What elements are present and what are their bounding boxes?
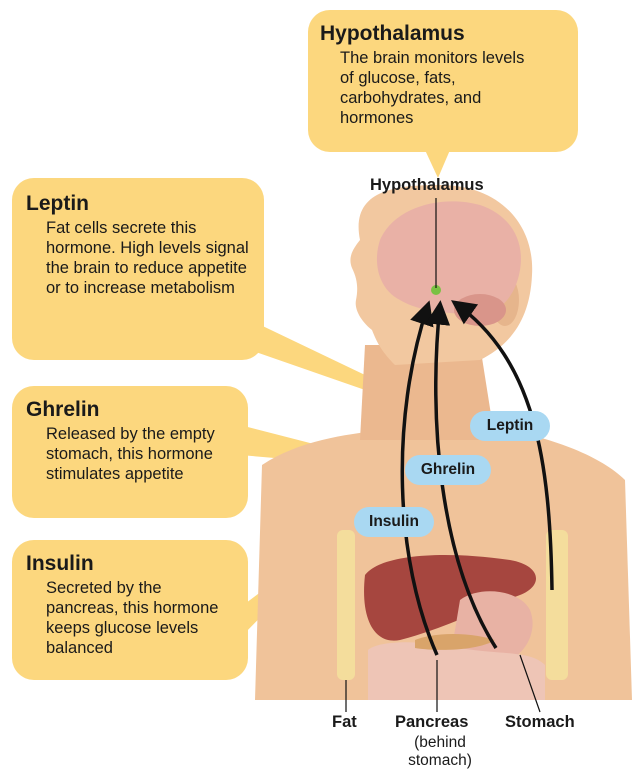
- fat-label: Fat: [332, 713, 357, 732]
- hypothalamus-callout-title: Hypothalamus: [320, 22, 568, 46]
- brain-shape: [377, 201, 521, 315]
- insulin-callout-body: Secreted by the pancreas, this hormone k…: [46, 578, 226, 658]
- stomach-label: Stomach: [505, 713, 575, 732]
- hypothalamus-callout-pointer: [425, 150, 450, 178]
- leptin-callout-title: Leptin: [26, 192, 254, 216]
- pancreas-label: Pancreas: [395, 713, 468, 732]
- ghrelin-callout: Ghrelin Released by the empty stomach, t…: [12, 386, 248, 518]
- insulin-pill: Insulin: [354, 507, 434, 537]
- ghrelin-callout-body: Released by the empty stomach, this horm…: [46, 424, 236, 484]
- pancreas-note: (behind stomach): [395, 734, 485, 770]
- insulin-callout-title: Insulin: [26, 552, 238, 576]
- hypothalamus-callout: Hypothalamus The brain monitors levels o…: [308, 10, 578, 152]
- ghrelin-pill: Ghrelin: [405, 455, 491, 485]
- leptin-callout-body: Fat cells secrete this hormone. High lev…: [46, 218, 252, 298]
- hypothalamus-label: Hypothalamus: [370, 176, 484, 195]
- insulin-callout: Insulin Secreted by the pancreas, this h…: [12, 540, 248, 680]
- fat-tissue-left: [337, 530, 355, 680]
- leptin-pill: Leptin: [470, 411, 550, 441]
- ghrelin-callout-title: Ghrelin: [26, 398, 238, 422]
- hypothalamus-callout-body: The brain monitors levels of glucose, fa…: [340, 48, 530, 128]
- leptin-callout: Leptin Fat cells secrete this hormone. H…: [12, 178, 264, 360]
